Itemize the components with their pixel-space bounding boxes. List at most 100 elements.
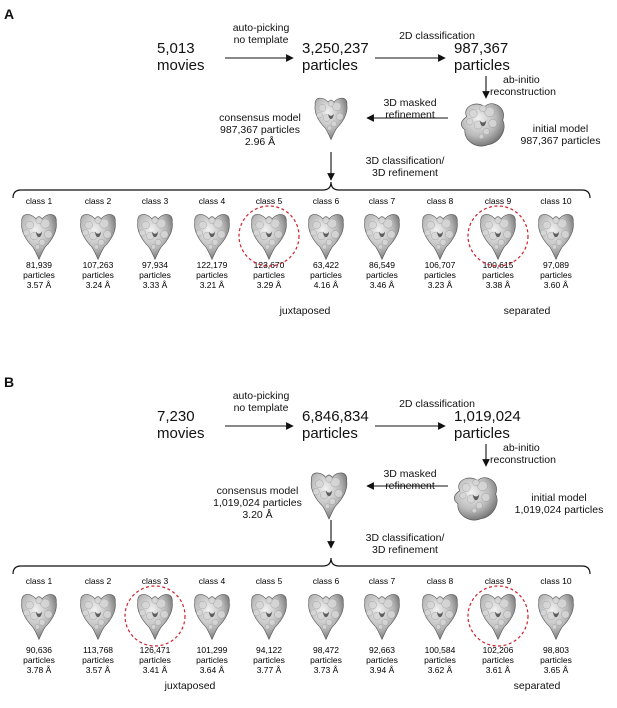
class-particle-count: 126,471 xyxy=(140,645,171,655)
class-particle-count: 102,206 xyxy=(483,645,514,655)
abinitio-label-1: ab-initio xyxy=(503,74,540,86)
class-name: class 4 xyxy=(199,576,226,586)
class-name: class 8 xyxy=(427,196,454,206)
consensus-label-3: 2.96 Å xyxy=(244,136,276,148)
class-density-map xyxy=(480,594,516,641)
initial-model-map xyxy=(453,477,498,521)
class-density-map xyxy=(21,214,57,261)
class-particle-word: particles xyxy=(482,270,514,280)
highlight-circle xyxy=(238,205,300,267)
class-particle-count: 92,663 xyxy=(369,645,395,655)
panel-a: A 5,013 movies auto-picking no template … xyxy=(0,0,617,340)
class-particle-word: particles xyxy=(253,270,285,280)
class-density-map xyxy=(137,594,173,641)
class-resolution: 3.60 Å xyxy=(544,280,569,290)
class2d-label: 2D classification xyxy=(399,398,475,410)
class-particle-word: particles xyxy=(139,655,171,665)
class-particle-count: 113,768 xyxy=(83,645,113,655)
class-particle-count: 98,803 xyxy=(543,645,569,655)
class-brace xyxy=(12,557,591,575)
initial-model-map xyxy=(460,103,505,147)
class-particle-count: 90,636 xyxy=(26,645,52,655)
class-resolution: 3.57 Å xyxy=(27,280,52,290)
abinitio-label-1: ab-initio xyxy=(503,442,540,454)
class-name: class 10 xyxy=(540,196,571,206)
class-particle-word: particles xyxy=(540,655,572,665)
class-density-map xyxy=(364,594,400,641)
class-name: class 8 xyxy=(427,576,454,586)
picking-label-2: no template xyxy=(233,402,289,414)
panel-label: A xyxy=(4,6,15,22)
class-resolution: 3.46 Å xyxy=(370,280,395,290)
class-particle-count: 106,707 xyxy=(425,260,456,270)
initial-model-label-1: initial model xyxy=(531,492,587,504)
class-name: class 6 xyxy=(313,576,340,586)
movies-word: movies xyxy=(157,57,205,74)
class-resolution: 3.64 Å xyxy=(200,665,225,675)
consensus-label-3: 3.20 Å xyxy=(242,509,273,521)
class-resolution: 3.77 Å xyxy=(257,665,282,675)
class-particle-word: particles xyxy=(310,270,342,280)
class-density-map xyxy=(364,214,400,261)
picking-label-1: auto-picking xyxy=(232,22,290,34)
class-name: class 5 xyxy=(256,576,283,586)
consensus-model-map xyxy=(310,472,348,520)
class-density-map xyxy=(422,594,458,641)
class-density-map xyxy=(251,214,287,261)
after2d-word: particles xyxy=(454,425,510,442)
class-particle-count: 63,422 xyxy=(313,260,339,270)
class-particle-word: particles xyxy=(366,655,398,665)
panel-b: B 7,230 movies auto-picking no template … xyxy=(0,368,617,708)
class-resolution: 3.73 Å xyxy=(314,665,339,675)
class-particle-count: 94,122 xyxy=(256,645,282,655)
class-density-map xyxy=(194,214,230,261)
juxtaposed-label: juxtaposed xyxy=(279,305,331,317)
class3d-label-1: 3D classification/ xyxy=(365,155,445,167)
class-particle-word: particles xyxy=(196,655,228,665)
masked-refinement-label-1: 3D masked xyxy=(383,97,437,109)
class-particle-count: 101,299 xyxy=(197,645,228,655)
separated-label: separated xyxy=(513,680,561,692)
class-density-map xyxy=(422,214,458,261)
picked-count: 6,846,834 xyxy=(302,408,369,425)
class-particle-word: particles xyxy=(23,655,55,665)
movies-count: 5,013 xyxy=(157,40,195,57)
class-density-map xyxy=(251,594,287,641)
class-resolution: 3.29 Å xyxy=(257,280,282,290)
class-name: class 3 xyxy=(142,576,169,586)
class-density-map xyxy=(194,594,230,641)
class-name: class 2 xyxy=(85,576,112,586)
movies-word: movies xyxy=(157,425,205,442)
class-particle-word: particles xyxy=(366,270,398,280)
class-particle-word: particles xyxy=(82,655,114,665)
class-resolution: 3.78 Å xyxy=(27,665,52,675)
class-particle-word: particles xyxy=(424,270,456,280)
class-particle-count: 97,934 xyxy=(142,260,168,270)
class-name: class 7 xyxy=(369,576,396,586)
class-name: class 1 xyxy=(26,576,53,586)
highlight-circle xyxy=(467,205,529,267)
class-density-map xyxy=(21,594,57,641)
class-name: class 9 xyxy=(485,196,512,206)
class-resolution: 3.94 Å xyxy=(370,665,395,675)
abinitio-label-2: reconstruction xyxy=(490,454,556,466)
class-particle-count: 100,584 xyxy=(425,645,456,655)
after2d-count: 987,367 xyxy=(454,40,509,57)
class-resolution: 3.21 Å xyxy=(200,280,225,290)
after2d-word: particles xyxy=(454,57,510,74)
class-density-map xyxy=(480,214,516,261)
class3d-label-1: 3D classification/ xyxy=(365,532,445,544)
movies-count: 7,230 xyxy=(157,408,195,425)
consensus-label-2: 987,367 particles xyxy=(220,124,300,136)
class-density-map xyxy=(80,594,116,641)
juxtaposed-label: juxtaposed xyxy=(164,680,216,692)
consensus-model-map xyxy=(314,97,348,141)
panel-label: B xyxy=(4,374,15,390)
class-density-map xyxy=(308,594,344,641)
consensus-label-1: consensus model xyxy=(216,485,299,497)
class-particle-count: 107,263 xyxy=(83,260,114,270)
after2d-count: 1,019,024 xyxy=(454,408,521,425)
picked-word: particles xyxy=(302,57,358,74)
highlight-circle xyxy=(467,585,529,647)
